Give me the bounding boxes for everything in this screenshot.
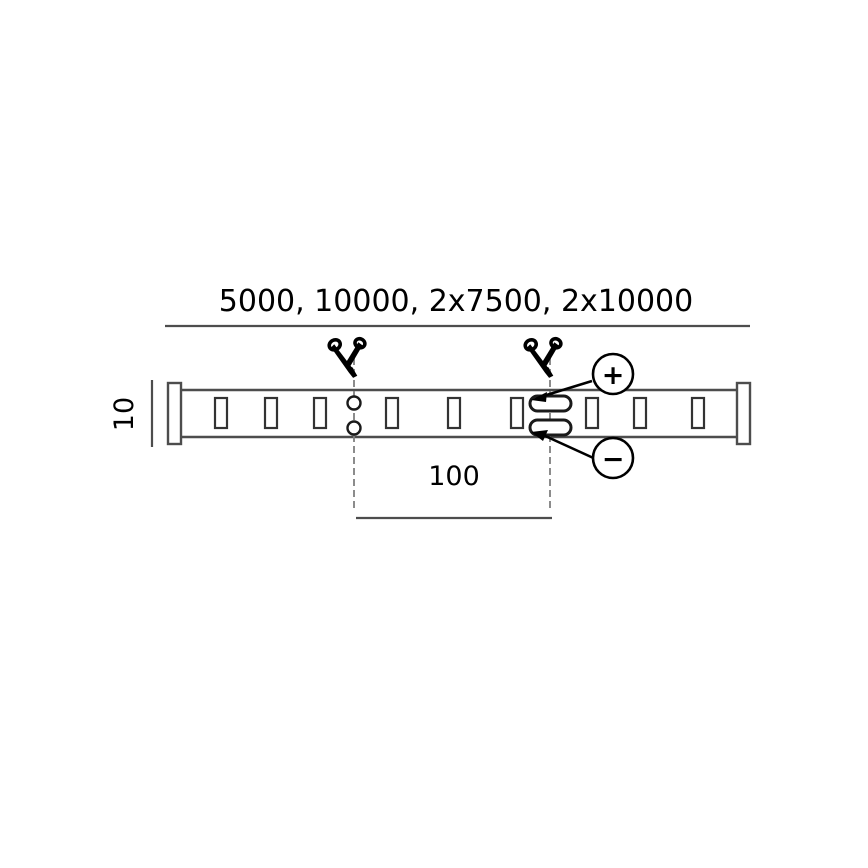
polarity-positive-callout: + <box>531 352 635 402</box>
led-package <box>509 396 525 430</box>
negative-leader-line <box>542 433 601 463</box>
scissors-icon <box>327 336 367 378</box>
positive-symbol-label: + <box>602 360 625 391</box>
strip-width-label: 10 <box>109 397 140 431</box>
led-package <box>312 396 328 430</box>
led-package <box>632 396 648 430</box>
solder-pad-positive-1 <box>346 395 362 411</box>
cut-pitch-label: 100 <box>428 461 480 492</box>
led-package <box>263 396 279 430</box>
led-package <box>446 396 462 430</box>
negative-arrowhead <box>531 430 548 441</box>
strip-right-endcap <box>735 381 752 446</box>
plus-circle-icon <box>591 352 635 396</box>
led-package <box>690 396 706 430</box>
led-package <box>584 396 600 430</box>
negative-symbol-label: − <box>602 444 625 475</box>
led-package-group <box>213 396 706 430</box>
overall-length-label: 5000, 10000, 2x7500, 2x10000 <box>219 284 693 319</box>
positive-leader-line <box>539 379 593 399</box>
strip-left-endcap <box>166 381 183 446</box>
solder-pad-negative-1 <box>346 420 362 436</box>
scissors-icon <box>523 336 563 378</box>
polarity-negative-callout: − <box>531 430 635 480</box>
minus-circle-icon <box>591 436 635 480</box>
led-package <box>213 396 229 430</box>
led-package <box>384 396 400 430</box>
positive-arrowhead <box>531 392 547 402</box>
